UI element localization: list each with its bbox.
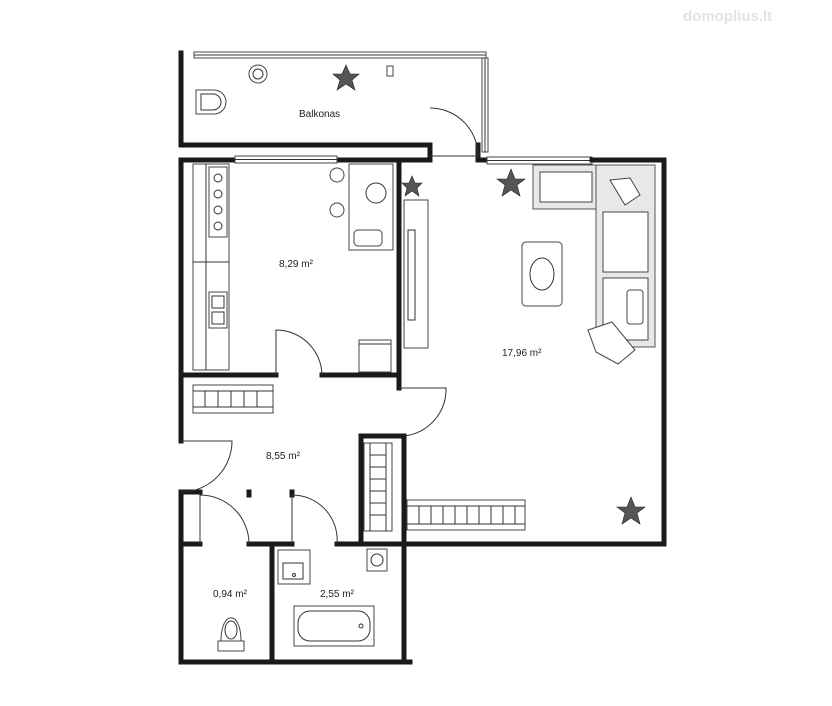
balcony: Balkonas xyxy=(178,50,489,153)
chair xyxy=(329,202,345,218)
bathroom: 2,55 m² xyxy=(269,494,407,665)
chair xyxy=(329,167,345,183)
pillow xyxy=(609,177,641,206)
coffee-table xyxy=(521,241,563,307)
pillow xyxy=(626,289,644,325)
closet xyxy=(192,384,274,414)
room-label-balcony: Balkonas xyxy=(299,109,340,120)
watermark-text: domoplius.lt xyxy=(683,8,772,25)
bathtub xyxy=(293,605,375,647)
fridge xyxy=(358,339,392,373)
kitchen: 8,29 m² xyxy=(178,155,433,391)
room-label-bath: 2,55 m² xyxy=(320,589,355,600)
room-label-kitchen: 8,29 m² xyxy=(279,259,314,270)
closet xyxy=(363,442,393,532)
living-door xyxy=(399,387,447,437)
entrance-door xyxy=(180,440,233,493)
room-label-living: 17,96 m² xyxy=(502,348,542,359)
plant-icon xyxy=(332,64,360,91)
balcony-door xyxy=(429,107,479,157)
room-label-hall: 8,55 m² xyxy=(266,451,301,462)
plant-icon xyxy=(401,175,423,197)
wardrobe xyxy=(406,499,526,531)
bath-door xyxy=(291,494,338,545)
armchair xyxy=(587,321,636,365)
living-room: 17,96 m² xyxy=(399,107,667,547)
balcony-stool xyxy=(248,64,268,84)
toilet-tank xyxy=(217,640,245,652)
washing-machine xyxy=(366,548,388,572)
wc: 0,94 m² xyxy=(178,494,413,665)
hall: 8,55 m² xyxy=(178,372,407,665)
wc-door xyxy=(199,494,250,545)
stove xyxy=(208,166,228,238)
chair xyxy=(353,229,383,247)
sink xyxy=(208,291,228,329)
kitchen-door xyxy=(275,329,323,376)
room-label-wc: 0,94 m² xyxy=(213,589,248,600)
plant-icon xyxy=(616,496,646,525)
plant-icon xyxy=(496,168,526,197)
